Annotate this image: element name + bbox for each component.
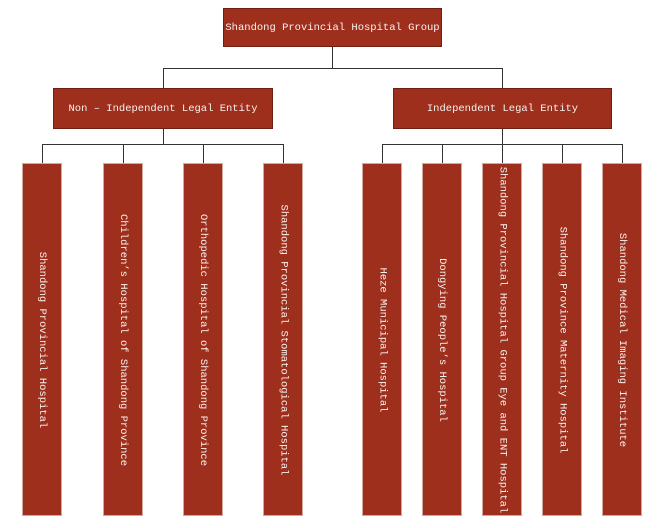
connector-right-stub-5 [622, 144, 623, 164]
connector-main-horizontal [163, 68, 503, 69]
connector-right-stub-1 [382, 144, 383, 164]
org-node-leaf-label: Shandong Province Maternity Hospital [556, 226, 568, 453]
org-node-shandong-provincial-hospital: Shandong Provincial Hospital [22, 163, 62, 516]
org-node-maternity-hospital: Shandong Province Maternity Hospital [542, 163, 582, 516]
org-node-stomatological-hospital: Shandong Provincial Stomatological Hospi… [263, 163, 303, 516]
connector-left-stub-4 [283, 144, 284, 164]
org-node-root: Shandong Provincial Hospital Group [223, 8, 442, 47]
connector-right-stub-3 [502, 144, 503, 164]
org-node-leaf-label: Shandong Medical Imaging Institute [616, 232, 628, 447]
org-node-leaf-label: Heze Municipal Hospital [376, 267, 388, 412]
connector-right-group-drop [502, 129, 503, 145]
org-node-leaf-label: Orthopedic Hospital of Shandong Province [197, 213, 210, 466]
org-node-leaf-label: Shandong Provincial Hospital [36, 251, 48, 428]
org-node-non-independent-legal-entity: Non – Independent Legal Entity [53, 88, 273, 129]
connector-left-stub-1 [42, 144, 43, 164]
org-node-leaf-label: Shandong Provincial Hospital Group Eye a… [496, 166, 508, 513]
org-node-leaf-label: Dongying People’s Hospital [436, 257, 449, 422]
org-node-independent-legal-entity: Independent Legal Entity [393, 88, 612, 129]
connector-root-drop [332, 47, 333, 69]
org-node-heze-municipal-hospital: Heze Municipal Hospital [362, 163, 402, 516]
org-node-branch-label: Independent Legal Entity [426, 102, 579, 115]
connector-right-branch-drop [502, 68, 503, 88]
org-node-leaf-label: Children’s Hospital of Shandong Province [117, 213, 130, 466]
org-node-dongying-peoples-hospital: Dongying People’s Hospital [422, 163, 462, 516]
connector-right-stub-4 [562, 144, 563, 164]
org-node-childrens-hospital: Children’s Hospital of Shandong Province [103, 163, 143, 516]
org-node-medical-imaging-institute: Shandong Medical Imaging Institute [602, 163, 642, 516]
org-node-branch-label: Non – Independent Legal Entity [68, 102, 258, 115]
org-node-eye-and-ent-hospital: Shandong Provincial Hospital Group Eye a… [482, 163, 522, 516]
org-node-leaf-label: Shandong Provincial Stomatological Hospi… [277, 204, 290, 475]
org-node-orthopedic-hospital: Orthopedic Hospital of Shandong Province [183, 163, 223, 516]
org-node-root-label: Shandong Provincial Hospital Group [225, 21, 440, 34]
connector-left-stub-3 [203, 144, 204, 164]
connector-left-group-drop [163, 129, 164, 145]
connector-left-stub-2 [123, 144, 124, 164]
connector-right-stub-2 [442, 144, 443, 164]
connector-left-branch-drop [163, 68, 164, 88]
connector-left-group-horizontal [42, 144, 284, 145]
